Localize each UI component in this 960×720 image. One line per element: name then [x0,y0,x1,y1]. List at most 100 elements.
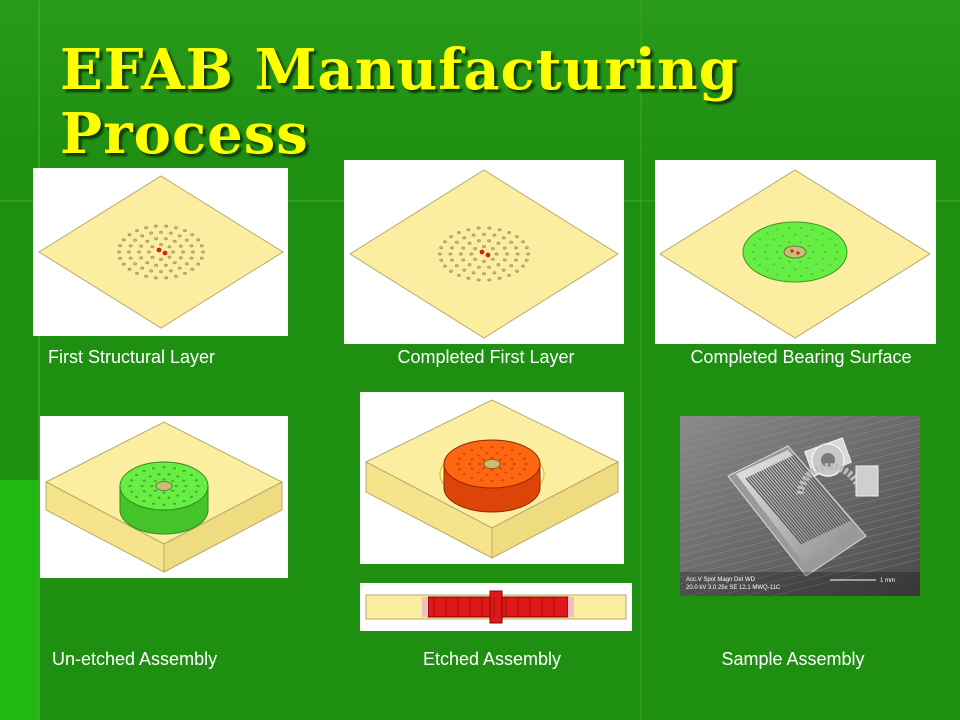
hole-dot [118,244,123,248]
hole-dot [476,278,481,282]
caption-first-structural-layer: First Structural Layer [48,347,216,367]
hole-dot [176,475,180,478]
hole-dot [168,269,173,273]
hole-dot [476,265,481,269]
hole-dot [450,258,454,262]
caption-etched-assembly: Etched Assembly [422,649,562,669]
hole-dot [758,264,761,267]
hole-dot [199,244,204,248]
hole-dot [504,471,508,474]
hole-dot [194,479,198,482]
caption-un-etched-assembly: Un-etched Assembly [52,649,218,669]
hole-dot [159,243,163,247]
caption-completed-first-layer: Completed First Layer [397,347,575,367]
hole-dot [190,473,193,477]
sem-info-line2: 20.0 kV 3.0 25x SE 12.1 MWQ-11C [686,585,781,591]
hole-dot [154,237,159,241]
hole-dot [494,252,499,256]
hole-dot [476,454,480,457]
hole-dot [492,271,497,275]
hole-dot [487,226,492,230]
hole-dot [501,268,506,272]
hole-dot [457,231,461,235]
hole-dot [130,490,134,493]
hole-dot [490,468,494,472]
hole-dot [510,476,514,479]
hole-dot [461,258,466,262]
hole-dot [128,256,133,260]
hole-dot [162,491,166,494]
hole-dot [471,233,476,237]
hole-dot [149,231,154,235]
hole-dot [524,462,528,466]
hole-dot [150,255,155,259]
hole-dot [467,241,472,245]
hole-dot [139,244,144,248]
block-with-green-cylinder-icon [44,421,284,573]
comb-finger [745,477,803,545]
hole-dot [152,502,155,505]
hole-dot [522,457,526,460]
comb-finger [774,463,833,531]
hole-dot [811,273,814,276]
hole-dot [470,467,474,470]
hole-dot [811,251,815,253]
background-stripe [0,0,960,160]
comb-finger [747,476,805,544]
hole-dot [829,237,832,240]
hole-dot [184,262,189,266]
hole-dot [509,264,514,268]
hole-dot [515,235,519,239]
hole-dot [182,229,187,233]
hole-dot [191,250,195,254]
hole-dot [497,228,502,232]
hole-dot [159,230,163,234]
hole-dot [171,489,174,492]
hole-dot [458,457,462,460]
hole-dot [167,496,171,499]
hole-dot [142,499,146,503]
hole-dot [178,244,183,248]
hole-dot [189,256,194,260]
hole-dot [753,244,756,247]
hole-dot [775,251,779,253]
hole-dot [142,490,146,493]
hole-dot [184,238,189,242]
hole-dot [518,472,521,476]
hole-dot [512,462,516,466]
hole-dot [829,264,832,267]
hole-dot [168,231,173,235]
hole-dot [133,238,138,242]
hole-dot [461,246,466,250]
hole-dot [505,252,510,256]
sem-scale-label: 1 mm [880,578,895,584]
cross-section-icon [365,590,627,624]
hole-dot [127,250,131,254]
comb-finger [763,468,821,536]
hole-dot [779,257,782,260]
hole-dot [182,271,187,275]
hole-dot [502,258,507,262]
hole-dot [449,235,453,239]
hole-dot [466,276,471,280]
comb-finger [759,471,817,538]
sem-texture-line [680,425,920,487]
hole-dot [149,269,154,273]
hole-dot [751,251,755,253]
hole-dot [443,264,447,268]
hole-dot [470,476,474,479]
hole-dot [128,244,133,248]
hole-dot [171,250,175,254]
hole-dot [766,257,769,260]
hole-dot [487,265,492,269]
hole-dot [152,467,155,470]
comb-finger [749,475,808,543]
hole-dot [121,262,126,266]
hole-dot [501,479,504,482]
hole-dot [490,247,495,251]
hole-dot [799,275,803,278]
hole-dot [462,268,467,272]
hole-dot [834,244,837,247]
hole-dot [482,272,486,276]
background-stripe [0,480,40,720]
